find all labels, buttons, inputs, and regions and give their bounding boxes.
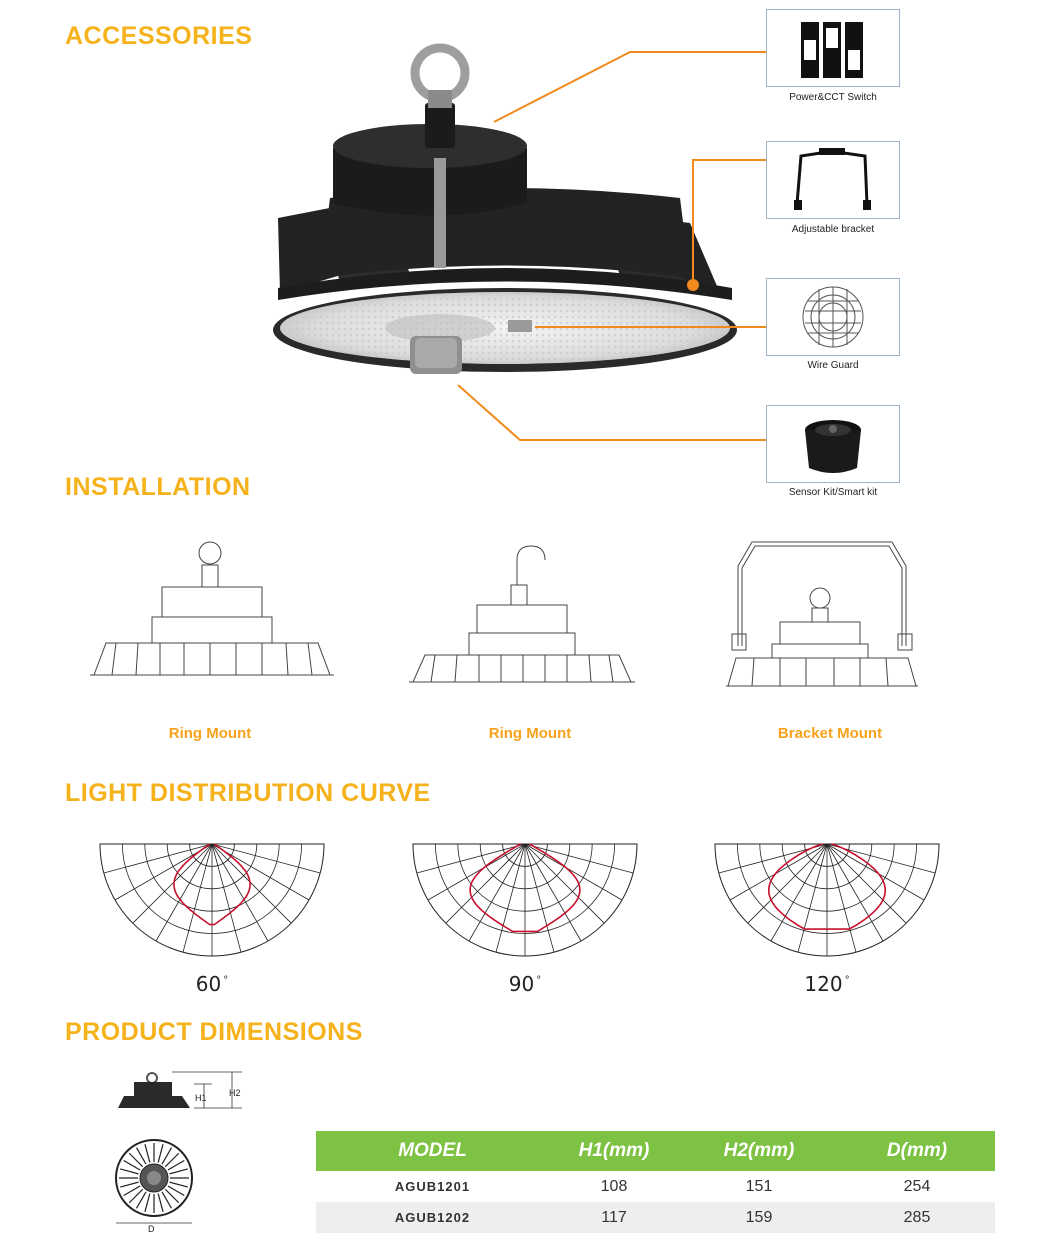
install-label-ring-mount-2: Ring Mount (488, 725, 572, 742)
bracket-mount-drawing (726, 541, 918, 687)
table-header-h1: H1(mm) (549, 1131, 679, 1171)
accessory-box-bracket (766, 141, 900, 219)
hook-mount-drawing (409, 545, 635, 683)
curve-unit-60: ° (223, 975, 229, 987)
table-cell-d: 254 (839, 1171, 995, 1202)
table-header-row: MODEL H1(mm) H2(mm) D(mm) (316, 1131, 995, 1171)
table-cell-h1: 117 (549, 1202, 679, 1233)
polar-curve-120 (714, 843, 940, 957)
install-label-bracket-mount: Bracket Mount (777, 725, 883, 742)
dimension-label-h2: H2 (229, 1088, 241, 1098)
table-cell-model: AGUB1201 (316, 1171, 549, 1202)
table-cell-d: 285 (839, 1202, 995, 1233)
curve-label-120: 120° (767, 972, 887, 996)
accessory-label-sensor: Sensor Kit/Smart kit (788, 487, 878, 498)
install-label-ring-mount-1: Ring Mount (168, 725, 252, 742)
accessory-label-bracket: Adjustable bracket (791, 224, 875, 235)
polar-curve-90 (412, 843, 638, 957)
accessory-label-wire-guard: Wire Guard (807, 360, 859, 371)
table-row: AGUB1201 108 151 254 (316, 1171, 995, 1202)
curve-unit-90: ° (536, 975, 542, 987)
table-cell-model: AGUB1202 (316, 1202, 549, 1233)
highbay-light-image (273, 43, 737, 374)
wire-guard-icon (802, 286, 864, 348)
section-title-accessories: ACCESSORIES (65, 22, 253, 50)
curve-value-60: 60 (195, 972, 222, 996)
dimension-label-d: D (148, 1224, 155, 1234)
table-cell-h2: 159 (679, 1202, 839, 1233)
accessory-box-sensor (766, 405, 900, 483)
curve-label-90: 90° (465, 972, 585, 996)
sensor-icon (805, 420, 861, 473)
section-title-product-dimensions: PRODUCT DIMENSIONS (65, 1018, 363, 1046)
curve-label-60: 60° (152, 972, 272, 996)
ring-mount-drawing-1 (90, 541, 334, 676)
accessory-box-wire-guard (766, 278, 900, 356)
accessory-leader-lines (457, 51, 766, 441)
section-title-light-distribution: LIGHT DISTRIBUTION CURVE (65, 779, 431, 807)
table-header-d: D(mm) (839, 1131, 995, 1171)
top-dimension-drawing (115, 1139, 193, 1224)
table-header-model: MODEL (316, 1131, 549, 1171)
table-row: AGUB1202 117 159 285 (316, 1202, 995, 1233)
bracket-icon (794, 148, 871, 210)
curve-value-120: 120 (804, 972, 843, 996)
side-dimension-drawing (118, 1071, 242, 1109)
curve-value-90: 90 (508, 972, 535, 996)
accessory-label-power-switch: Power&CCT Switch (789, 92, 877, 103)
dimensions-table: MODEL H1(mm) H2(mm) D(mm) AGUB1201 108 1… (316, 1131, 995, 1233)
curve-unit-120: ° (844, 975, 850, 987)
switch-icon (797, 20, 869, 78)
table-cell-h2: 151 (679, 1171, 839, 1202)
polar-curve-60 (99, 843, 325, 957)
table-cell-h1: 108 (549, 1171, 679, 1202)
section-title-installation: INSTALLATION (65, 473, 251, 501)
table-header-h2: H2(mm) (679, 1131, 839, 1171)
dimension-label-h1: H1 (195, 1093, 207, 1103)
accessory-box-power-switch (766, 9, 900, 87)
